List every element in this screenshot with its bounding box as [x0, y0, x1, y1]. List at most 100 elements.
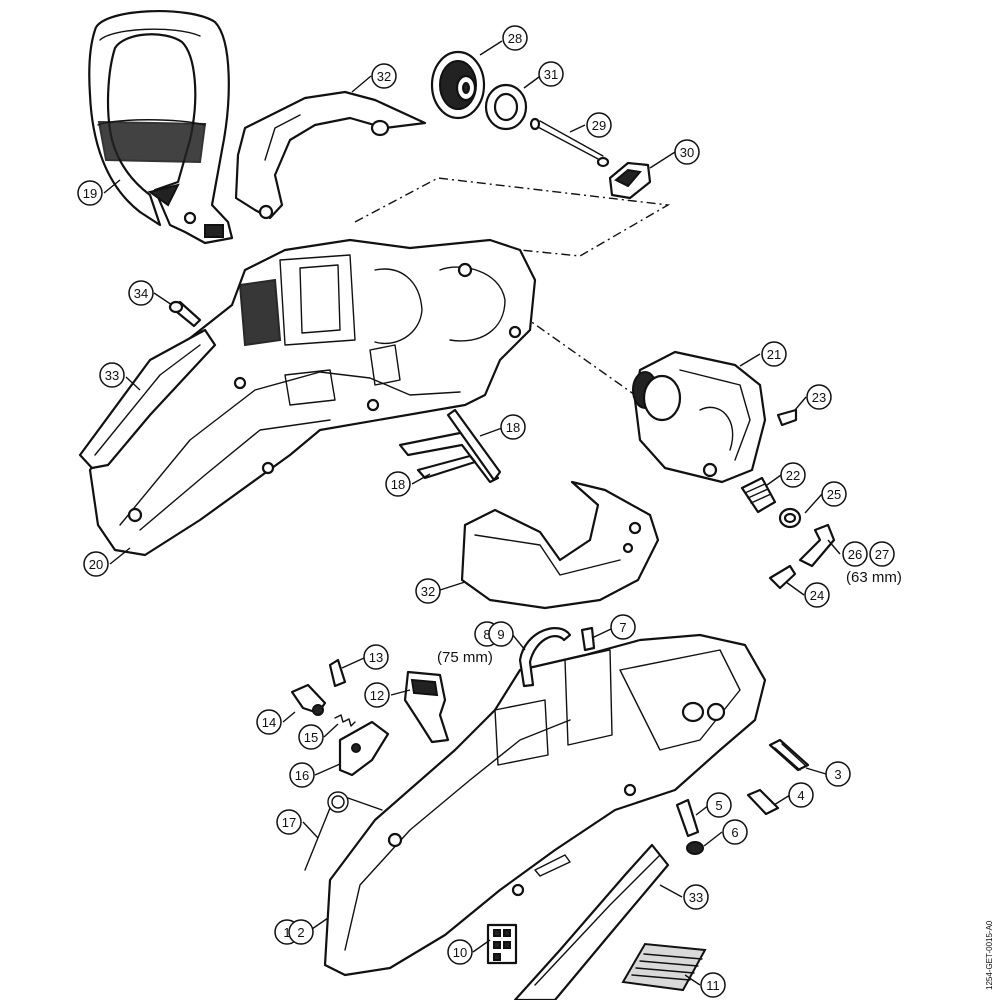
callout-5: 5 — [706, 792, 732, 818]
clip-part-18 — [398, 408, 502, 484]
callout-6: 6 — [722, 819, 748, 845]
callout-number: 18 — [391, 477, 405, 492]
callout-number: 5 — [715, 798, 722, 813]
callout-23: 23 — [806, 384, 832, 410]
callout-32a: 32 — [371, 63, 397, 89]
clip-part-13 — [328, 658, 347, 688]
callout-number: 19 — [83, 186, 97, 201]
callout-number: 29 — [592, 118, 606, 133]
callout-33b: 33 — [683, 884, 709, 910]
callout-33a: 33 — [99, 362, 125, 388]
shaft-part-14 — [290, 683, 327, 716]
label-part-10 — [486, 923, 518, 965]
guard-part-30 — [608, 161, 652, 200]
callout-number: 14 — [262, 715, 276, 730]
callout-circle — [761, 341, 787, 367]
plate-part-11 — [621, 942, 707, 992]
callout-16: 16 — [289, 762, 315, 788]
lever-part-12 — [403, 670, 450, 744]
callout-circle — [722, 819, 748, 845]
callout-circle — [415, 578, 441, 604]
bracket-part-32-upper — [234, 90, 427, 220]
callout-circle — [99, 362, 125, 388]
plug-part-25 — [778, 507, 802, 529]
hose-length-note-63: (63 mm) — [846, 569, 902, 586]
callout-circle — [780, 462, 806, 488]
callout-2: 2 — [288, 919, 314, 945]
callout-number: 4 — [797, 788, 804, 803]
callout-number: 26 — [848, 547, 862, 562]
callout-number: 10 — [453, 945, 467, 960]
callout-19: 19 — [77, 180, 103, 206]
callout-number: 8 — [483, 627, 490, 642]
callout-29: 29 — [586, 112, 612, 138]
callout-number: 31 — [544, 67, 558, 82]
callout-number: 33 — [105, 368, 119, 383]
callout-number: 13 — [369, 650, 383, 665]
callout-circle — [610, 614, 636, 640]
stud-part-3 — [768, 738, 810, 772]
callout-11: 11 — [700, 972, 726, 998]
trim-part-33-upper — [78, 328, 217, 470]
callout-circle — [821, 481, 847, 507]
callout-circle — [447, 939, 473, 965]
callout-number: 2 — [297, 925, 304, 940]
callout-circle — [77, 180, 103, 206]
reference-code: 1254-GET-0015-A0 — [985, 920, 994, 990]
callout-number: 7 — [619, 620, 626, 635]
callout-number: 9 — [497, 627, 504, 642]
callout-number: 33 — [689, 890, 703, 905]
callout-number: 11 — [706, 978, 720, 993]
callout-number: 32 — [421, 584, 435, 599]
callout-26: 26 — [842, 541, 868, 567]
callout-circle — [363, 644, 389, 670]
handlebar-part-19 — [88, 9, 234, 245]
callout-circle — [806, 384, 832, 410]
callout-3: 3 — [825, 761, 851, 787]
callout-circle — [385, 471, 411, 497]
callout-15: 15 — [298, 724, 324, 750]
spring-part-17 — [304, 791, 383, 871]
housing-part-20 — [88, 238, 537, 557]
callout-number: 21 — [767, 347, 781, 362]
trigger-part-16 — [338, 720, 390, 777]
callout-circle — [488, 621, 514, 647]
callout-number: 3 — [834, 767, 841, 782]
callout-number: 18 — [506, 420, 520, 435]
callout-9: 9 — [488, 621, 514, 647]
callout-circle — [674, 139, 700, 165]
callout-number: 17 — [282, 815, 296, 830]
trim-part-33-lower — [513, 843, 670, 1000]
leader-lines — [103, 40, 841, 986]
callout-number: 28 — [508, 31, 522, 46]
callout-circle — [825, 761, 851, 787]
callout-circle — [538, 61, 564, 87]
callout-13: 13 — [363, 644, 389, 670]
callout-number: 15 — [304, 730, 318, 745]
callout-circle — [500, 414, 526, 440]
nut-part-6 — [686, 841, 704, 855]
callout-circle — [502, 25, 528, 51]
screw-part-34 — [168, 300, 202, 328]
callout-34: 34 — [128, 280, 154, 306]
callout-30: 30 — [674, 139, 700, 165]
callout-22: 22 — [780, 462, 806, 488]
callout-7: 7 — [610, 614, 636, 640]
callout-31: 31 — [538, 61, 564, 87]
cover-part-32-lower — [460, 480, 660, 610]
callout-14: 14 — [256, 709, 282, 735]
callout-20: 20 — [83, 551, 109, 577]
sprocket-part-28 — [430, 50, 486, 120]
fitting-part-22 — [740, 476, 777, 514]
callout-circle — [289, 762, 315, 788]
callout-number: 1 — [283, 925, 290, 940]
screw-part-23 — [776, 408, 798, 427]
callout-circle — [788, 782, 814, 808]
callout-18b: 18 — [385, 471, 411, 497]
callout-24: 24 — [804, 582, 830, 608]
callout-circle — [371, 63, 397, 89]
callout-number: 22 — [786, 468, 800, 483]
callout-circle — [683, 884, 709, 910]
